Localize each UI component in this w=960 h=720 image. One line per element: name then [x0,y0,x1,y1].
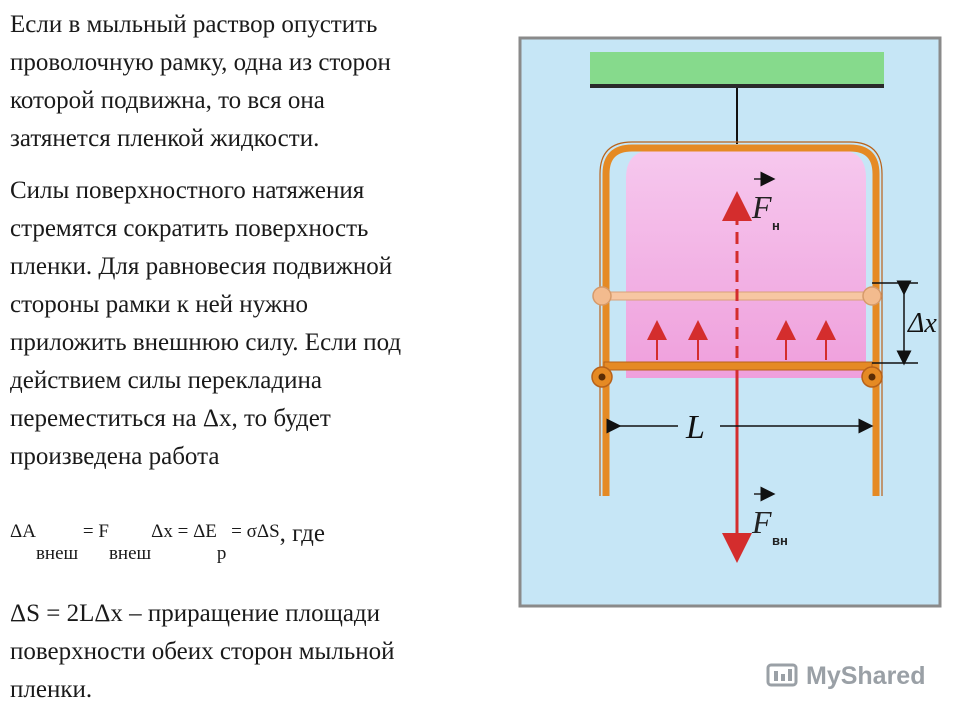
crossbar-ring-hole [868,373,876,381]
ceiling [590,52,884,84]
ceiling-edge [590,84,884,88]
tension-force-subscript: н [772,218,780,233]
crossbar-ring-hole [598,373,606,381]
tension-force-label: F [751,189,772,225]
myshared-logo-icon [766,663,798,687]
formula-subscript: внеш [35,543,79,564]
formula-subscript: p [216,543,227,564]
wire-frame-outline [599,141,883,496]
external-force-subscript: вн [772,533,788,548]
area-increment-paragraph: ΔS = 2LΔx – приращение площади поверхнос… [10,600,395,703]
formula-part: = σΔS [226,521,280,542]
movable-crossbar [603,361,873,371]
crossbar-ring-ghost [592,286,612,306]
formula-part: = F [78,521,109,542]
soap-film-frame-diagram: F н F вн Δx L [518,36,942,608]
watermark-text: MyShared [806,661,926,690]
watermark: MyShared [766,656,936,696]
formula-subscript: внеш [108,543,152,564]
wire-frame [602,144,880,496]
soap-film [626,150,866,378]
external-force-label: F [751,504,772,540]
formula-part: Δx = ΔE [151,521,217,542]
crossbar-ring-ghost [862,286,882,306]
intro-paragraph: Если в мыльный раствор опустить проволоч… [10,11,391,152]
delta-x-label: Δx [907,308,937,339]
length-label: L [685,409,705,446]
formula-part: ΔA [10,521,36,542]
formula-tail: , где [279,520,325,547]
work-formula: ΔAвнеш = FвнешΔx = ΔEp = σΔS, где [10,516,325,564]
surface-tension-paragraph: Силы поверхностного натяжения стремятся … [10,177,402,470]
